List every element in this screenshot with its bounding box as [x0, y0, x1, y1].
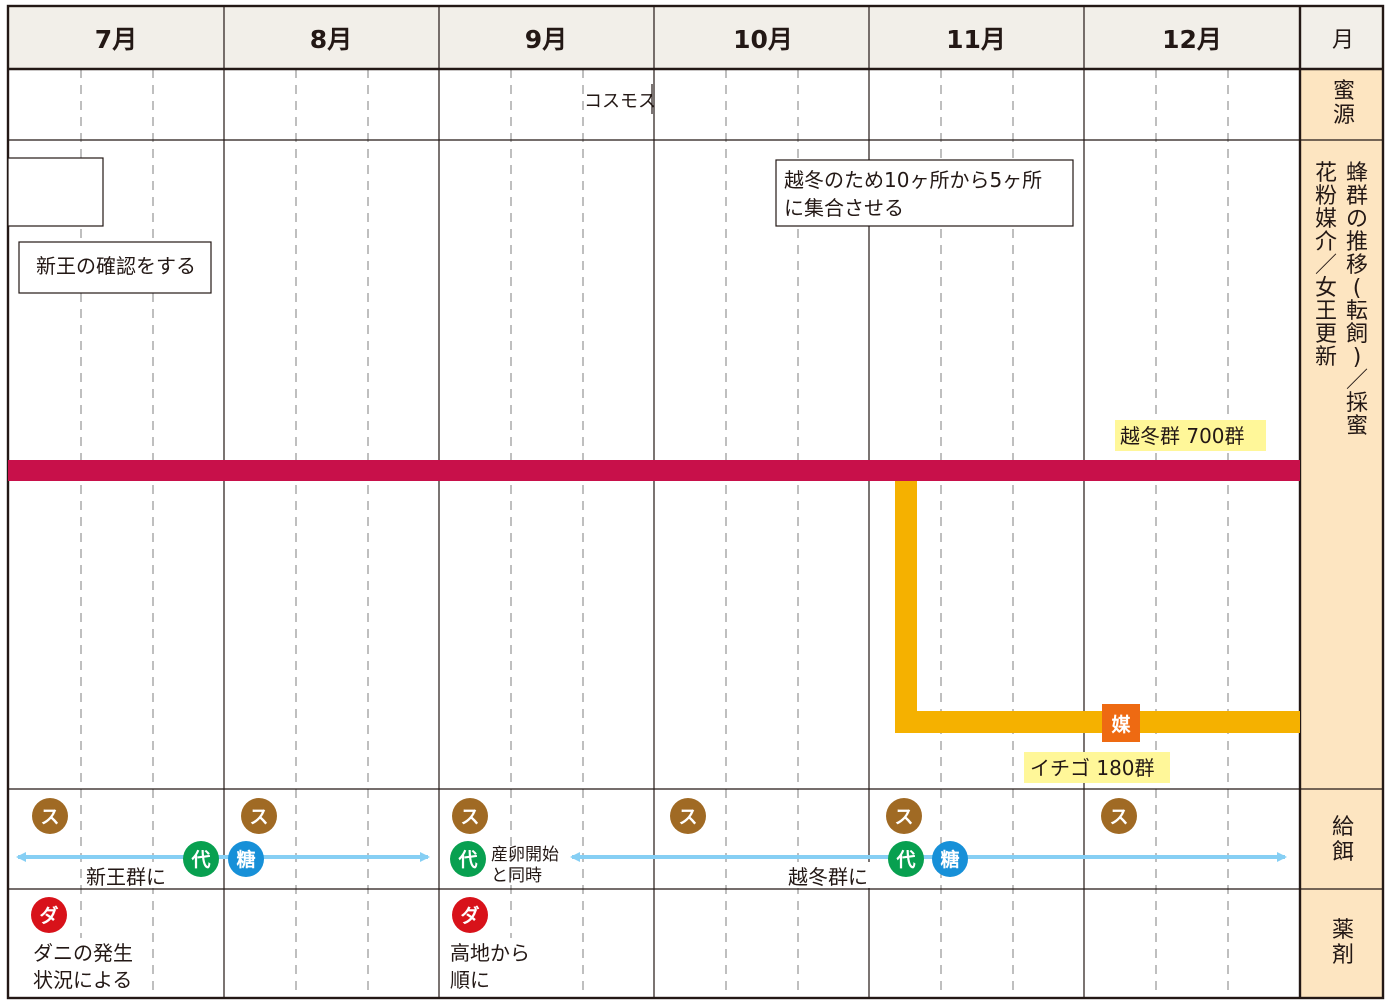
- pollination-badge-text: 媒: [1111, 714, 1131, 736]
- side-label-feeding-char: 餌: [1332, 840, 1354, 865]
- spawn-start-line1: 産卵開始: [491, 845, 559, 865]
- su-badge: [32, 798, 68, 834]
- da-badge-text: ダ: [39, 904, 58, 927]
- side-label-colony-char: 飼: [1346, 322, 1368, 347]
- dai-badge: [450, 841, 486, 877]
- side-label-pollination-char: 女: [1315, 276, 1337, 301]
- mite-label-bg: [30, 938, 152, 994]
- da-badge: [31, 897, 67, 933]
- side-header-month: 月: [1332, 28, 1354, 53]
- side-label-pollination-char: 媒: [1315, 207, 1337, 232]
- new-queen-feeding-label: 新王群に: [86, 865, 166, 889]
- su-badge-text: ス: [678, 806, 697, 828]
- overwinter-note-box: [775, 159, 1074, 227]
- side-label-pollination-char: 新: [1315, 345, 1337, 370]
- side-label-colony-char: 蜂: [1346, 161, 1368, 186]
- side-label-pollination-char: 粉: [1315, 184, 1337, 209]
- highland-note-line2: 順に: [450, 968, 490, 992]
- side-label-feeding-char: 給: [1332, 815, 1354, 840]
- su-badge-text: ス: [894, 806, 913, 828]
- overwinter-colony-bar: [8, 460, 1300, 481]
- strawberry-colony-label: イチゴ 180群: [1030, 756, 1155, 780]
- pollination-bar: [895, 481, 1300, 733]
- side-label-colony-char: ): [1353, 345, 1362, 370]
- su-badge-text: ス: [40, 806, 59, 828]
- dai-badge-text: 代: [895, 849, 915, 871]
- side-label-pollination-char: 更: [1315, 322, 1337, 347]
- to-badge: [228, 841, 264, 877]
- side-header-background: [1300, 6, 1383, 69]
- side-label-colony-char: の: [1346, 207, 1368, 232]
- month-header-oct: 10月: [733, 25, 793, 54]
- side-label-colony-char: 群: [1346, 184, 1368, 209]
- month-header-sep: 9月: [525, 25, 567, 54]
- overwinter-label-bg: [1115, 420, 1266, 451]
- su-badge-text: ス: [1109, 806, 1128, 828]
- strawberry-label-bg: [1024, 752, 1170, 783]
- new-queen-note: 新王の確認をする: [36, 254, 196, 278]
- side-label-pollination-char: 花: [1315, 161, 1337, 186]
- month-header-jul: 7月: [95, 25, 137, 54]
- to-badge-text: 糖: [236, 848, 255, 871]
- su-badge-text: ス: [249, 806, 268, 828]
- to-badge: [932, 841, 968, 877]
- su-badge: [241, 798, 277, 834]
- side-label-medicine-char: 薬: [1332, 918, 1354, 943]
- side-label-colony-char: 採: [1346, 391, 1368, 416]
- overwinter-colony-label: 越冬群 700群: [1120, 424, 1245, 448]
- side-label-colony-char: 移: [1346, 253, 1368, 278]
- side-label-nectar-char: 源: [1333, 103, 1355, 128]
- side-label-colony-char: 転: [1346, 299, 1368, 324]
- highland-label-bg: [447, 938, 543, 994]
- da-badge: [452, 897, 488, 933]
- overwinter-feeding-label-bg: [786, 862, 882, 888]
- dai-badge: [888, 841, 924, 877]
- nectar-cosmos-label: コスモス: [584, 91, 656, 112]
- side-label-nectar-char: 蜜: [1333, 79, 1355, 104]
- su-badge-text: ス: [460, 806, 479, 828]
- dai-badge-text: 代: [190, 849, 210, 871]
- side-label-colony-char: 蜜: [1346, 414, 1368, 439]
- grid-frame: [6, 4, 1385, 1000]
- side-row-lines: [1300, 139, 1383, 890]
- su-badge: [1101, 798, 1137, 834]
- side-label-pollination-char: ／: [1315, 253, 1337, 278]
- overwinter-note-line1: 越冬のため10ヶ所から5ヶ所: [784, 168, 1042, 192]
- mite-note-line2: 状況による: [33, 968, 132, 992]
- half-month-gridlines: [80, 69, 1229, 998]
- month-header-aug: 8月: [310, 25, 352, 54]
- dai-badge: [183, 841, 219, 877]
- dai-badge-text: 代: [457, 849, 477, 871]
- spawn-start-line2: と同時: [491, 866, 542, 886]
- overwinter-note-line2: に集合させる: [784, 196, 904, 220]
- month-header-nov: 11月: [946, 25, 1006, 54]
- month-header-dec: 12月: [1162, 25, 1222, 54]
- da-badge-text: ダ: [460, 904, 479, 927]
- new-queen-feeding-label-bg: [84, 862, 180, 888]
- to-badge-text: 糖: [940, 848, 959, 871]
- side-label-medicine-char: 剤: [1332, 943, 1354, 968]
- su-badge: [670, 798, 706, 834]
- side-column-background: [1300, 6, 1383, 998]
- empty-note-box: [7, 157, 104, 227]
- su-badge: [452, 798, 488, 834]
- side-label-colony-char: ／: [1346, 368, 1368, 393]
- side-label-colony-char: 推: [1346, 230, 1368, 255]
- side-label-pollination-char: 介: [1315, 230, 1337, 255]
- side-label-pollination-char: 王: [1315, 299, 1337, 324]
- side-label-colony-char: (: [1353, 276, 1362, 301]
- new-queen-note-box: [18, 241, 212, 294]
- mite-note-line1: ダニの発生: [33, 941, 133, 965]
- overwinter-feeding-label: 越冬群に: [788, 865, 868, 889]
- su-badge: [886, 798, 922, 834]
- pollination-badge: [1102, 704, 1140, 742]
- highland-note-line1: 高地から: [450, 941, 530, 965]
